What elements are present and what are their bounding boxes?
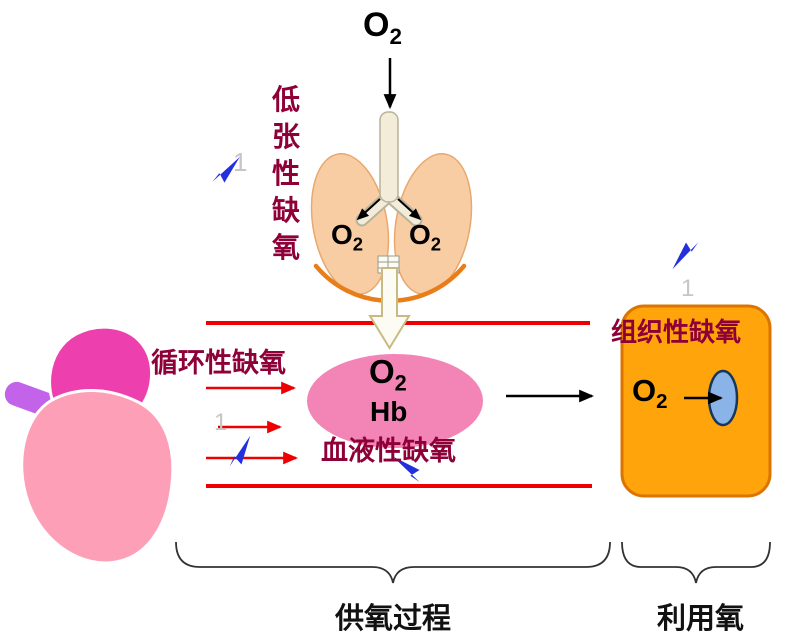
bronchus-arrow-left [356,198,381,221]
tissue-cell [620,304,772,498]
trachea [379,111,399,203]
supply-process-brace [175,541,611,584]
pointer-icon-histogenous [672,242,699,270]
pointer-icon-hypotonic [212,156,240,183]
rbc-hb-ellipse [307,354,483,448]
oxygen-supply-label: 供氧过程 [335,603,452,635]
histogenous-hypoxia-label: 组织性缺氧 [611,318,742,347]
circulatory-hypoxia-label: 循环性缺氧 [151,348,286,378]
diffusion-arrow [368,267,411,350]
heart-body [20,389,175,565]
oxyhemoglobin-o2-label: O2 [369,353,407,396]
pointer-icon-circulatory [229,435,251,467]
o2-inhaled-label: O2 [363,6,402,49]
bronchus-arrow-right [397,198,422,221]
sequence-marker-hypotonic: 1 [233,147,248,177]
hypotonic-hypoxia-label: 低张性缺氧 [271,85,300,264]
left-lung [310,153,390,295]
sequence-marker-circulatory: 1 [214,409,228,436]
hemic-hypoxia-label: 血液性缺氧 [321,436,456,466]
sequence-marker-histogenous: 1 [681,275,695,302]
heart-illustration [1,325,175,565]
oxygen-utilization-label: 利用氧 [657,603,745,635]
oxygen-use-brace [621,541,771,584]
right-lung-o2-label: O2 [409,219,442,255]
hemoglobin-label: Hb [370,396,408,427]
cell-o2-label: O2 [632,373,668,414]
left-lung-o2-label: O2 [331,219,364,255]
